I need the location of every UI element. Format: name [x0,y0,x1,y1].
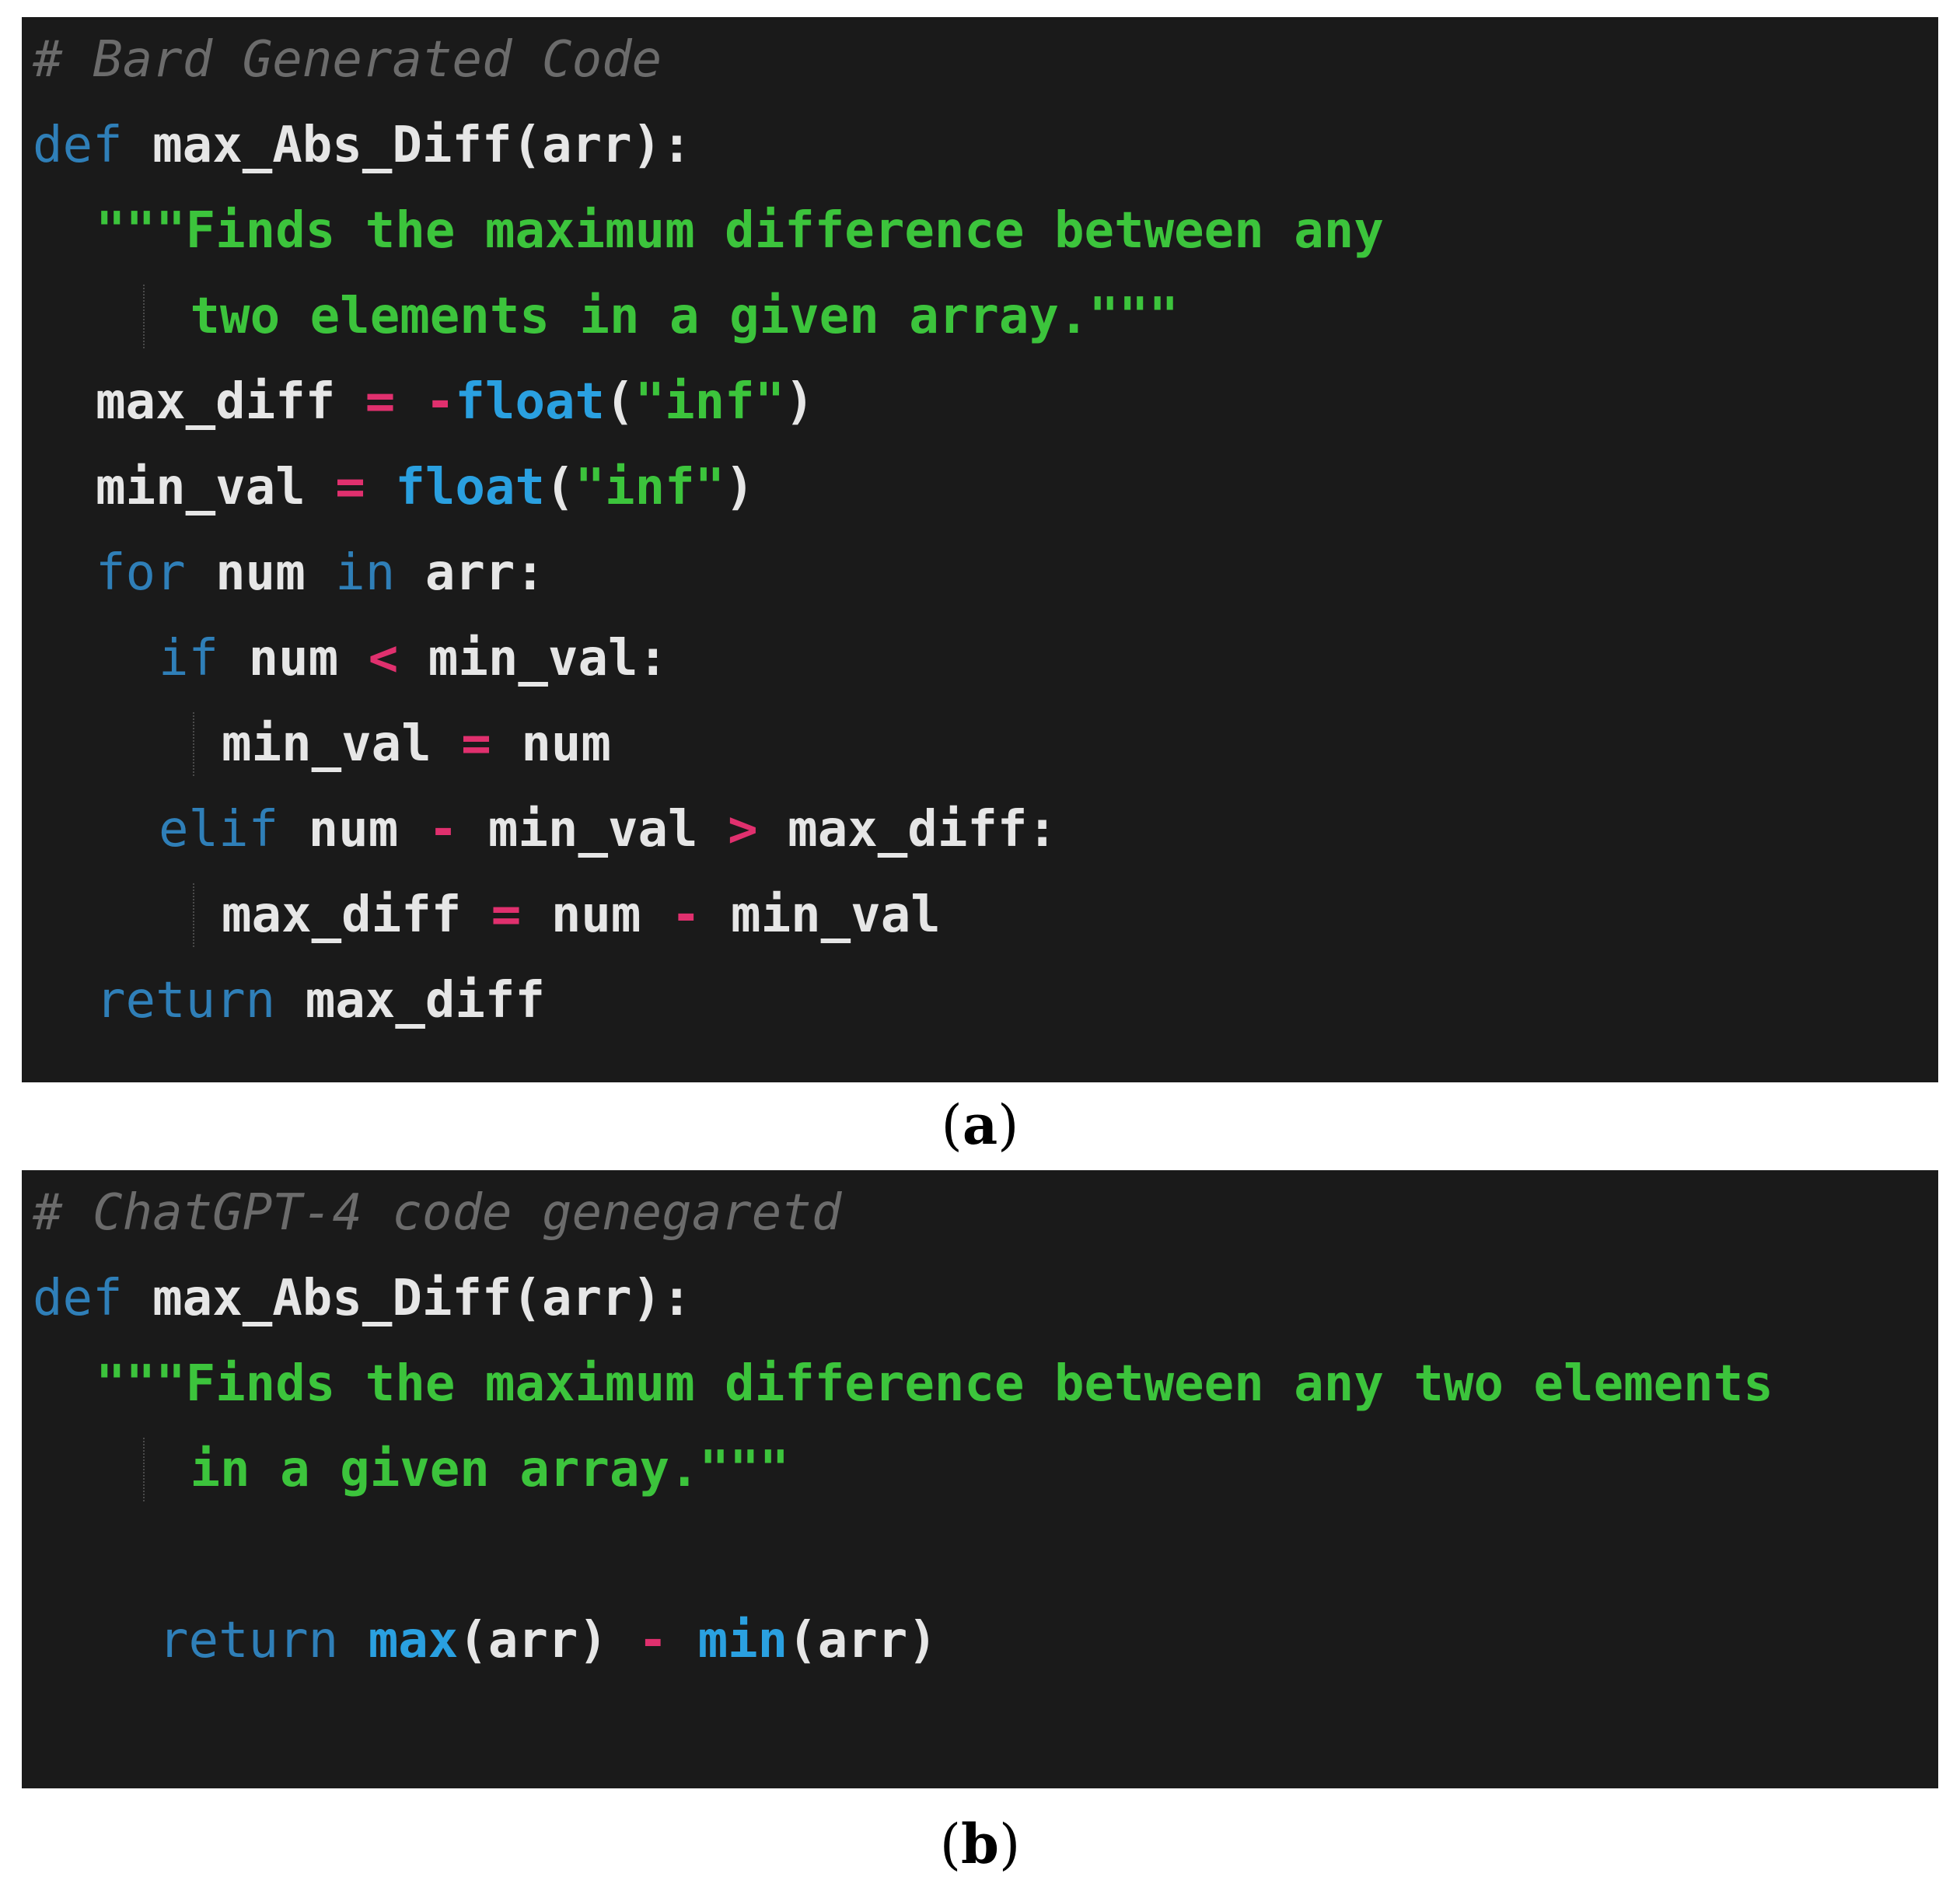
code-line: return max(arr) - min(arr) [159,1598,938,1683]
code-token-identifier: min_val [222,715,462,773]
code-line: for num in arr: [96,530,545,616]
code-token-identifier [365,459,396,516]
code-token-identifier [395,373,425,431]
code-token-builtin: min [697,1612,788,1669]
code-line: max_diff = -float("inf") [96,359,815,445]
code-token-keyword: return [96,972,276,1029]
code-token-operator: = [365,373,396,431]
code-token-operator: - [424,373,456,431]
code-token-keyword: def [33,117,123,174]
code-token-identifier [338,1612,369,1669]
code-line: def max_Abs_Diff(arr): [33,103,692,188]
code-token-keyword: elif [159,801,279,858]
code-token-operator: - [638,1612,669,1669]
code-line: if num < min_val: [159,616,668,701]
code-token-builtin: max [368,1612,459,1669]
code-token-identifier: max_Abs_Diff(arr): [122,117,692,174]
caption-a: (a) [941,1092,1019,1157]
code-token-keyword: for [96,544,186,602]
code-token-string: """Finds the maximum difference between … [96,202,1384,260]
code-token-identifier: num [185,544,336,602]
code-panel-chatgpt: # ChatGPT-4 code genegaretd def max_Abs_D… [22,1170,1938,1788]
code-token-string: "inf" [634,373,785,431]
code-token-identifier: max_diff [222,886,491,944]
code-line: return max_diff [96,958,545,1043]
code-token-keyword: in [335,544,396,602]
code-token-identifier: (arr) [788,1612,938,1669]
code-line: # ChatGPT-4 code genegaretd [33,1170,841,1256]
code-line: # Bard Generated Code [33,17,662,103]
code-line: """Finds the maximum difference between … [96,1341,1773,1427]
code-token-string: """Finds the maximum difference between … [96,1355,1773,1413]
code-token-identifier: num [521,886,671,944]
code-token-identifier: ( [605,373,635,431]
indent-guide [193,883,195,947]
code-token-identifier: max_diff [275,972,545,1029]
code-line: in a given array.""" [190,1427,790,1512]
code-line: max_diff = num - min_val [222,872,941,958]
code-token-identifier: min_val: [398,630,669,687]
caption-b: (b) [939,1812,1021,1876]
code-token-identifier: num [218,630,369,687]
code-token-keyword: return [159,1612,339,1669]
code-token-operator: = [461,715,491,773]
code-token-keyword: def [33,1270,123,1327]
code-token-identifier: ( [544,459,575,516]
code-token-identifier: (arr) [458,1612,638,1669]
indent-guide [142,1438,145,1501]
code-token-operator: - [670,886,701,944]
code-token-identifier: max_diff [96,373,365,431]
code-token-operator: - [428,801,459,858]
code-token-operator: = [491,886,522,944]
code-token-string: in a given array.""" [190,1441,790,1498]
code-token-builtin: float [455,373,606,431]
code-token-identifier: min_val [700,886,941,944]
code-token-identifier: min_val [458,801,728,858]
indent-guide [193,712,195,776]
code-token-identifier: num [278,801,428,858]
code-line: elif num - min_val > max_diff: [159,787,1057,872]
code-line: min_val = float("inf") [96,445,755,530]
code-token-identifier: num [491,715,611,773]
indent-guide [142,285,145,348]
code-token-identifier: max_Abs_Diff(arr): [122,1270,692,1327]
code-token-identifier: min_val [96,459,336,516]
code-token-identifier: ) [725,459,755,516]
code-token-keyword: if [159,630,219,687]
code-token-operator: < [368,630,399,687]
code-token-identifier: max_diff: [757,801,1057,858]
code-token-comment: # ChatGPT-4 code genegaretd [33,1184,842,1242]
code-line: two elements in a given array.""" [190,274,1179,359]
code-token-comment: # Bard Generated Code [33,31,662,89]
code-token-operator: > [728,801,758,858]
code-line: """Finds the maximum difference between … [96,188,1384,274]
code-panel-bard: # Bard Generated Code def max_Abs_Diff(ar… [22,17,1938,1082]
code-line: min_val = num [222,701,611,787]
code-token-operator: = [335,459,365,516]
code-token-identifier: ) [784,373,815,431]
code-token-identifier: arr: [395,544,545,602]
code-line: def max_Abs_Diff(arr): [33,1256,692,1341]
code-token-builtin: float [395,459,545,516]
code-token-identifier [668,1612,698,1669]
code-token-string: two elements in a given array.""" [190,288,1179,345]
code-token-string: "inf" [575,459,725,516]
